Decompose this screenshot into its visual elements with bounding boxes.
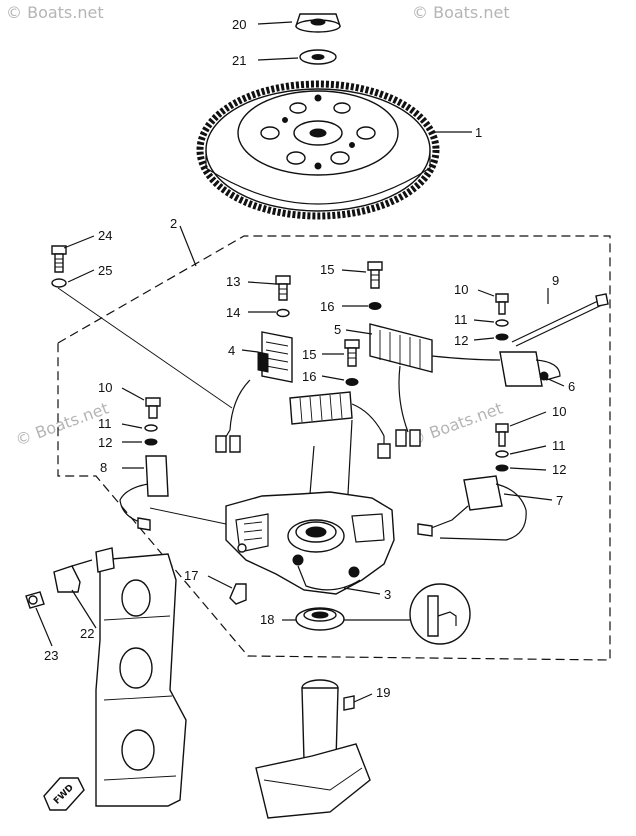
cdi-washer-left bbox=[144, 438, 158, 446]
leader-lines bbox=[35, 21, 565, 703]
callout-25: 25 bbox=[98, 263, 112, 278]
callout-2: 2 bbox=[170, 216, 177, 231]
crankshaft bbox=[255, 679, 371, 819]
crankcase bbox=[95, 547, 187, 807]
callout-16-upper: 16 bbox=[320, 299, 334, 314]
callout-5: 5 bbox=[334, 322, 341, 337]
watermark-top-right: © Boats.net bbox=[412, 3, 510, 22]
throttle-rod bbox=[511, 293, 609, 347]
ignition-coil-left bbox=[119, 455, 169, 531]
callout-10-upper: 10 bbox=[454, 282, 468, 297]
callout-23: 23 bbox=[44, 648, 58, 663]
callout-3: 3 bbox=[384, 587, 391, 602]
coil-bolt-lower bbox=[344, 339, 360, 367]
callout-19: 19 bbox=[376, 685, 390, 700]
charge-coil-left bbox=[215, 331, 293, 453]
watermark-middle-left: © Boats.net bbox=[13, 399, 111, 450]
callout-13: 13 bbox=[226, 274, 240, 289]
stator-bolt bbox=[51, 245, 67, 273]
stator-washer bbox=[51, 278, 67, 288]
coil-washer-upper bbox=[368, 302, 382, 310]
callout-14: 14 bbox=[226, 305, 240, 320]
callout-11-middle: 11 bbox=[552, 438, 566, 453]
callout-20: 20 bbox=[232, 17, 246, 32]
cdi-spring-washer-middle bbox=[495, 450, 509, 458]
coil-bolt-left bbox=[275, 275, 291, 301]
coil-bolt-upper bbox=[367, 261, 383, 289]
flywheel-nut bbox=[295, 13, 341, 33]
watermark-top-left: © Boats.net bbox=[6, 3, 104, 22]
lighting-coil bbox=[289, 391, 391, 459]
starter-screw bbox=[25, 591, 45, 609]
cdi-bolt-left bbox=[145, 397, 161, 419]
callout-9: 9 bbox=[552, 273, 559, 288]
coil-washer-left bbox=[276, 308, 290, 318]
callout-11-upper: 11 bbox=[454, 312, 468, 327]
callout-7: 7 bbox=[556, 493, 563, 508]
callout-12-left: 12 bbox=[98, 435, 112, 450]
cdi-spring-washer-left bbox=[144, 424, 158, 432]
callout-12-upper: 12 bbox=[454, 333, 468, 348]
woodruff-key bbox=[343, 695, 355, 711]
callout-17: 17 bbox=[184, 568, 198, 583]
pulser-coil bbox=[369, 323, 501, 447]
cdi-bolt-upper bbox=[495, 293, 509, 315]
cdi-spring-washer-upper bbox=[495, 319, 509, 327]
callout-10-middle: 10 bbox=[552, 404, 566, 419]
cdi-washer-upper bbox=[495, 333, 509, 341]
callout-15-lower: 15 bbox=[302, 347, 316, 362]
ignition-coil-right bbox=[499, 351, 561, 387]
callout-4: 4 bbox=[228, 343, 235, 358]
callout-22: 22 bbox=[80, 626, 94, 641]
stator-base-plate bbox=[225, 419, 395, 595]
starter-bracket bbox=[53, 559, 93, 593]
callout-labels: 20 21 1 2 24 25 13 14 15 16 5 4 15 16 10… bbox=[44, 17, 575, 700]
flywheel bbox=[196, 80, 440, 220]
callout-11-left: 11 bbox=[98, 416, 112, 431]
bearing-seal bbox=[295, 607, 345, 631]
callout-1: 1 bbox=[475, 125, 482, 140]
watermark-middle-right: © Boats.net bbox=[407, 399, 505, 450]
callout-10-left: 10 bbox=[98, 380, 112, 395]
callout-18: 18 bbox=[260, 612, 274, 627]
callout-24: 24 bbox=[98, 228, 112, 243]
callout-6: 6 bbox=[568, 379, 575, 394]
callout-16-lower: 16 bbox=[302, 369, 316, 384]
ignition-coil-lower bbox=[417, 475, 527, 541]
cdi-bolt-middle bbox=[495, 423, 509, 447]
callout-8: 8 bbox=[100, 460, 107, 475]
cdi-washer-middle bbox=[495, 464, 509, 472]
wire-clip bbox=[229, 583, 247, 605]
coil-washer-lower bbox=[345, 378, 359, 386]
callout-21: 21 bbox=[232, 53, 246, 68]
flywheel-washer bbox=[299, 49, 337, 65]
fwd-arrow-icon: FWD bbox=[43, 777, 85, 811]
callout-15-upper: 15 bbox=[320, 262, 334, 277]
callout-12-middle: 12 bbox=[552, 462, 566, 477]
detail-inset bbox=[409, 583, 471, 645]
